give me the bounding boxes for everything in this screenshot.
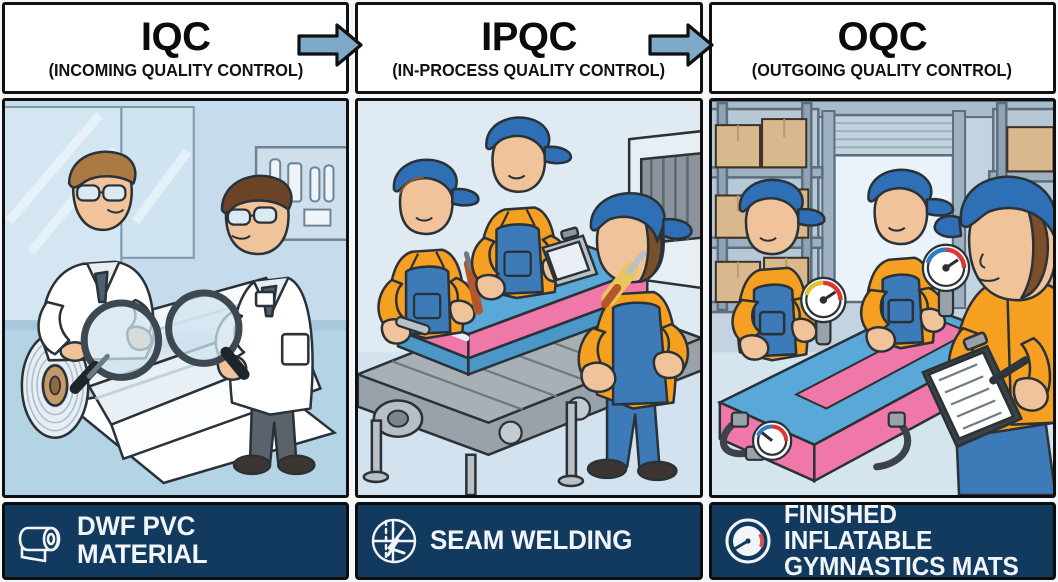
panel-ipqc: IPQC (IN-PROCESS QUALITY CONTROL): [355, 2, 703, 580]
panel-title-ipqc: IPQC: [481, 14, 577, 59]
panel-title-iqc: IQC: [140, 14, 211, 59]
panel-iqc: IQC (INCOMING QUALITY CONTROL): [2, 2, 350, 580]
in-process-welding-scene: [358, 101, 700, 495]
caption-bar-iqc: DWF PVC MATERIAL: [2, 502, 350, 580]
pressure-gauge-icon: [722, 515, 774, 567]
illustration-outgoing-inspection: [708, 98, 1056, 498]
outgoing-inspection-scene: [711, 101, 1053, 495]
caption-label-iqc: DWF PVC MATERIAL: [77, 511, 208, 569]
panel-title-oqc: OQC: [837, 14, 928, 59]
panel-header-ipqc: IPQC (IN-PROCESS QUALITY CONTROL): [355, 2, 703, 94]
caption-label-oqc-line1: FINISHED INFLATABLE: [783, 502, 932, 555]
panel-oqc: OQC (OUTGOING QUALITY CONTROL): [708, 2, 1056, 580]
caption-label-oqc-line2: GYMNASTICS MATS: [783, 553, 1019, 580]
illustration-incoming-inspection: [2, 98, 350, 498]
panel-header-oqc: OQC (OUTGOING QUALITY CONTROL): [708, 2, 1056, 94]
caption-label-ipqc: SEAM WELDING: [430, 525, 633, 556]
seam-weld-icon: [368, 515, 420, 567]
panel-header-iqc: IQC (INCOMING QUALITY CONTROL): [2, 2, 350, 94]
panel-subtitle-ipqc: (IN-PROCESS QUALITY CONTROL): [392, 59, 666, 80]
caption-bar-oqc: FINISHED INFLATABLE GYMNASTICS MATS: [708, 502, 1056, 580]
panel-subtitle-oqc: (OUTGOING QUALITY CONTROL): [752, 59, 1013, 80]
caption-bar-ipqc: SEAM WELDING: [355, 502, 703, 580]
illustration-in-process-welding: [355, 98, 703, 498]
incoming-inspection-scene: [5, 101, 347, 495]
panel-subtitle-iqc: (INCOMING QUALITY CONTROL): [48, 59, 303, 80]
material-roll-icon: [15, 515, 67, 567]
caption-label-oqc: FINISHED INFLATABLE GYMNASTICS MATS: [783, 502, 1033, 580]
